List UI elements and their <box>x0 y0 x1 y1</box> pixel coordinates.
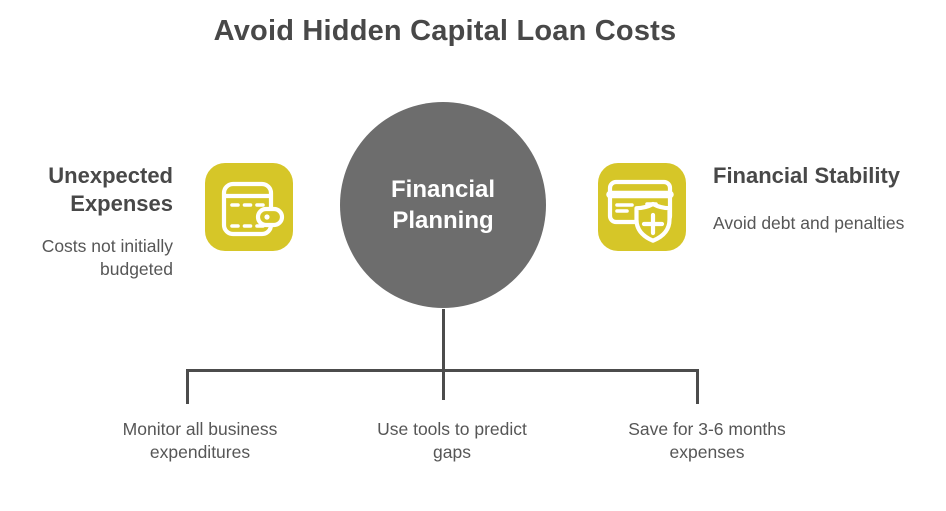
branch-label-save: Save for 3-6 months expenses <box>628 419 786 462</box>
left-section: Unexpected Expenses Costs not initially … <box>13 162 173 281</box>
central-node-label: Financial Planning <box>390 176 496 234</box>
right-section-subtitle: Avoid debt and penalties <box>713 213 905 233</box>
left-section-subtitle: Costs not initially budgeted <box>41 236 173 279</box>
branch-label-monitor: Monitor all business expenditures <box>122 419 278 462</box>
right-icon-tile <box>598 163 686 251</box>
right-section: Financial Stability Avoid debt and penal… <box>713 162 943 235</box>
central-node: Financial Planning <box>340 102 546 308</box>
diagram-title: Avoid Hidden Capital Loan Costs <box>213 15 677 47</box>
credit-card-shield-icon <box>598 163 686 251</box>
right-section-heading: Financial Stability <box>713 163 901 188</box>
wallet-icon <box>205 163 293 251</box>
left-icon-tile <box>205 163 293 251</box>
left-section-heading: Unexpected Expenses <box>48 163 173 216</box>
branch-label-tools: Use tools to predict gaps <box>377 419 527 462</box>
